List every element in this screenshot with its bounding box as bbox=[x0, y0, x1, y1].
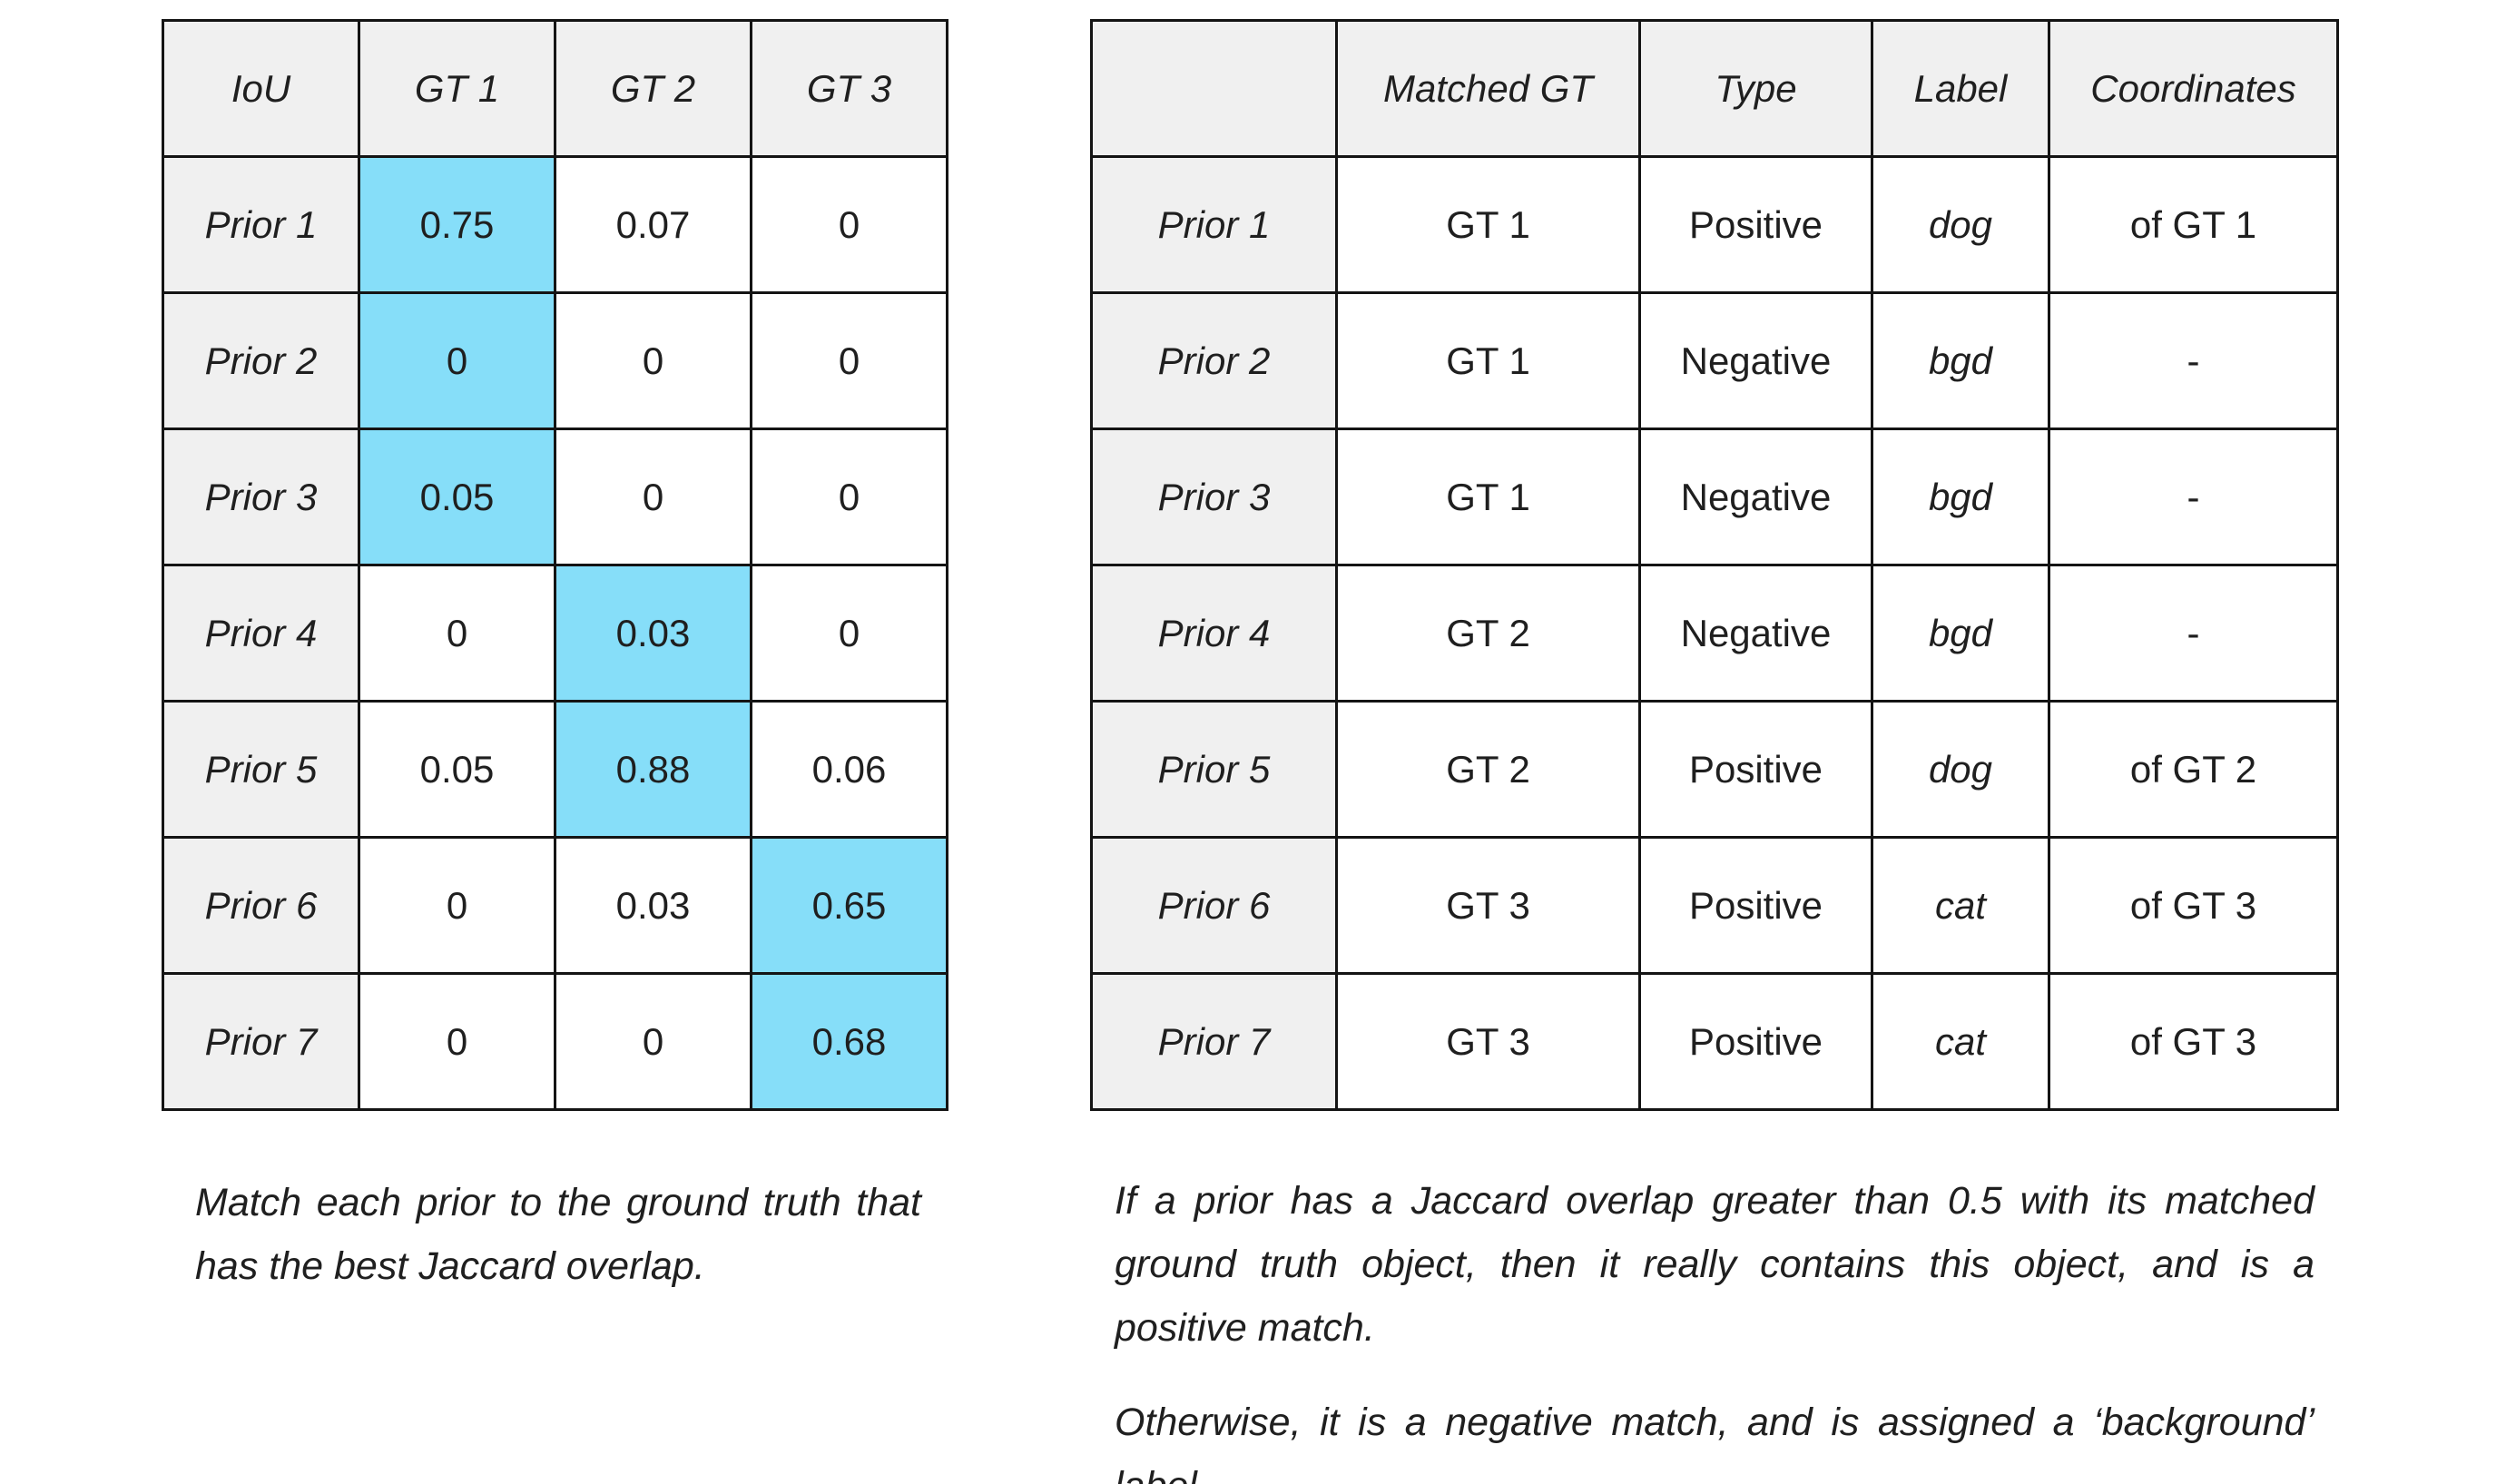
type-cell: Negative bbox=[1638, 428, 1873, 566]
iou-value-cell: 0.05 bbox=[358, 700, 556, 839]
iou-table: IoU GT 1 GT 2 GT 3 Prior 1 0.75 0.07 0 P… bbox=[162, 19, 948, 1111]
matched-gt-cell: GT 2 bbox=[1335, 564, 1641, 703]
iou-value-cell: 0.06 bbox=[750, 700, 948, 839]
iou-value-cell: 0.65 bbox=[750, 836, 948, 975]
iou-value-cell: 0.88 bbox=[554, 700, 752, 839]
label-column-header: Label bbox=[1871, 19, 2050, 158]
iou-value-cell: 0 bbox=[358, 836, 556, 975]
coordinates-cell: - bbox=[2048, 291, 2339, 430]
table-row: Prior 2 0 0 0 bbox=[162, 291, 948, 430]
prior-row-label: Prior 5 bbox=[162, 700, 360, 839]
prior-row-label: Prior 5 bbox=[1090, 700, 1338, 839]
type-cell: Positive bbox=[1638, 836, 1873, 975]
prior-row-label: Prior 1 bbox=[1090, 155, 1338, 294]
coordinates-cell: - bbox=[2048, 428, 2339, 566]
label-cell: dog bbox=[1871, 155, 2050, 294]
table-row: Prior 7 0 0 0.68 bbox=[162, 972, 948, 1111]
iou-value-cell: 0 bbox=[750, 291, 948, 430]
table-row: Prior 1 0.75 0.07 0 bbox=[162, 155, 948, 294]
iou-value-cell: 0.68 bbox=[750, 972, 948, 1111]
coordinates-cell: of GT 2 bbox=[2048, 700, 2339, 839]
gt1-column-header: GT 1 bbox=[358, 19, 556, 158]
table-row: Prior 7 GT 3 Positive cat of GT 3 bbox=[1090, 972, 2339, 1111]
matched-gt-cell: GT 3 bbox=[1335, 972, 1641, 1111]
type-cell: Positive bbox=[1638, 972, 1873, 1111]
table-row: Prior 6 0 0.03 0.65 bbox=[162, 836, 948, 975]
label-cell: dog bbox=[1871, 700, 2050, 839]
iou-header-row: IoU GT 1 GT 2 GT 3 bbox=[162, 19, 948, 158]
type-cell: Negative bbox=[1638, 291, 1873, 430]
type-cell: Positive bbox=[1638, 700, 1873, 839]
table-row: Prior 5 GT 2 Positive dog of GT 2 bbox=[1090, 700, 2339, 839]
matched-gt-cell: GT 1 bbox=[1335, 155, 1641, 294]
iou-value-cell: 0.05 bbox=[358, 428, 556, 566]
coordinates-column-header: Coordinates bbox=[2048, 19, 2339, 158]
positive-match-rule-text: If a prior has a Jaccard overlap greater… bbox=[1115, 1179, 2314, 1350]
matched-gt-cell: GT 1 bbox=[1335, 428, 1641, 566]
matched-gt-cell: GT 3 bbox=[1335, 836, 1641, 975]
prior-row-label: Prior 2 bbox=[1090, 291, 1338, 430]
prior-row-label: Prior 6 bbox=[1090, 836, 1338, 975]
table-row: Prior 2 GT 1 Negative bgd - bbox=[1090, 291, 2339, 430]
matched-gt-cell: GT 1 bbox=[1335, 291, 1641, 430]
label-cell: bgd bbox=[1871, 428, 2050, 566]
iou-value-cell: 0 bbox=[554, 428, 752, 566]
iou-value-cell: 0 bbox=[750, 564, 948, 703]
type-cell: Negative bbox=[1638, 564, 1873, 703]
iou-value-cell: 0.07 bbox=[554, 155, 752, 294]
table-row: Prior 3 GT 1 Negative bgd - bbox=[1090, 428, 2339, 566]
prior-row-label: Prior 6 bbox=[162, 836, 360, 975]
label-cell: bgd bbox=[1871, 291, 2050, 430]
iou-corner-header: IoU bbox=[162, 19, 360, 158]
gt2-column-header: GT 2 bbox=[554, 19, 752, 158]
iou-value-cell: 0.03 bbox=[554, 836, 752, 975]
match-table-caption: If a prior has a Jaccard overlap greater… bbox=[1115, 1169, 2314, 1484]
coordinates-cell: - bbox=[2048, 564, 2339, 703]
iou-table-caption: Match each prior to the ground truth tha… bbox=[195, 1181, 921, 1288]
coordinates-cell: of GT 3 bbox=[2048, 972, 2339, 1111]
gt3-column-header: GT 3 bbox=[750, 19, 948, 158]
prior-row-label: Prior 7 bbox=[162, 972, 360, 1111]
type-column-header: Type bbox=[1638, 19, 1873, 158]
table-row: Prior 4 GT 2 Negative bgd - bbox=[1090, 564, 2339, 703]
label-cell: cat bbox=[1871, 972, 2050, 1111]
negative-match-rule-text: Otherwise, it is a negative match, and i… bbox=[1115, 1400, 2314, 1484]
table-row: Prior 3 0.05 0 0 bbox=[162, 428, 948, 566]
matched-gt-cell: GT 2 bbox=[1335, 700, 1641, 839]
iou-value-cell: 0 bbox=[750, 428, 948, 566]
coordinates-cell: of GT 3 bbox=[2048, 836, 2339, 975]
prior-row-label: Prior 2 bbox=[162, 291, 360, 430]
iou-value-cell: 0 bbox=[554, 291, 752, 430]
table-row: Prior 4 0 0.03 0 bbox=[162, 564, 948, 703]
prior-row-label: Prior 4 bbox=[1090, 564, 1338, 703]
prior-row-label: Prior 7 bbox=[1090, 972, 1338, 1111]
match-corner-header bbox=[1090, 19, 1338, 158]
type-cell: Positive bbox=[1638, 155, 1873, 294]
prior-row-label: Prior 3 bbox=[162, 428, 360, 566]
iou-value-cell: 0 bbox=[358, 291, 556, 430]
match-header-row: Matched GT Type Label Coordinates bbox=[1090, 19, 2339, 158]
match-table: Matched GT Type Label Coordinates Prior … bbox=[1090, 19, 2339, 1111]
table-row: Prior 5 0.05 0.88 0.06 bbox=[162, 700, 948, 839]
table-row: Prior 1 GT 1 Positive dog of GT 1 bbox=[1090, 155, 2339, 294]
label-cell: bgd bbox=[1871, 564, 2050, 703]
iou-value-cell: 0.03 bbox=[554, 564, 752, 703]
prior-row-label: Prior 4 bbox=[162, 564, 360, 703]
label-cell: cat bbox=[1871, 836, 2050, 975]
iou-value-cell: 0 bbox=[750, 155, 948, 294]
iou-value-cell: 0 bbox=[358, 972, 556, 1111]
iou-value-cell: 0 bbox=[554, 972, 752, 1111]
prior-row-label: Prior 3 bbox=[1090, 428, 1338, 566]
iou-value-cell: 0 bbox=[358, 564, 556, 703]
prior-row-label: Prior 1 bbox=[162, 155, 360, 294]
iou-value-cell: 0.75 bbox=[358, 155, 556, 294]
coordinates-cell: of GT 1 bbox=[2048, 155, 2339, 294]
table-row: Prior 6 GT 3 Positive cat of GT 3 bbox=[1090, 836, 2339, 975]
matched-gt-column-header: Matched GT bbox=[1335, 19, 1641, 158]
